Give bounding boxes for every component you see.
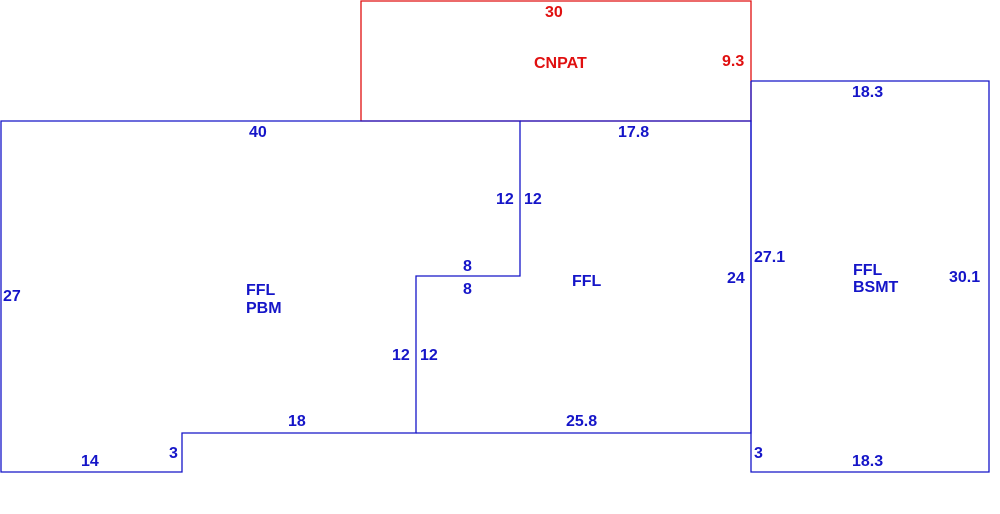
cnpat-right-dimension: 9.3 bbox=[722, 53, 744, 70]
ffl-pbm-inner-horizontal-dimension: 8 bbox=[463, 258, 472, 275]
ffl-bsmt-bottom-step-dimension: 3 bbox=[754, 445, 763, 462]
main-structure bbox=[0, 80, 990, 473]
cnpat-label: CNPAT bbox=[534, 55, 587, 72]
ffl-pbm-left-dimension: 27 bbox=[3, 288, 21, 305]
ffl-inner-vertical-lower-dimension: 12 bbox=[420, 347, 438, 364]
ffl-pbm-bottom-left-dimension: 14 bbox=[81, 453, 99, 470]
ffl-top-dimension: 17.8 bbox=[618, 124, 649, 141]
ffl-pbm-top-dimension: 40 bbox=[249, 124, 267, 141]
ffl-pbm-label-line2: PBM bbox=[246, 300, 282, 317]
ffl-inner-horizontal-dimension: 8 bbox=[463, 281, 472, 298]
ffl-label: FFL bbox=[572, 273, 602, 290]
ffl-bsmt-top-dimension: 18.3 bbox=[852, 84, 883, 101]
ffl-pbm-area: FFL PBM 40 27 14 3 18 12 8 12 bbox=[3, 124, 514, 470]
ffl-bsmt-bottom-dimension: 18.3 bbox=[852, 453, 883, 470]
ffl-bsmt-outline bbox=[750, 80, 990, 473]
ffl-bsmt-label-line1: FFL bbox=[853, 262, 883, 279]
ffl-pbm-inner-vertical-upper-dimension: 12 bbox=[496, 191, 514, 208]
cnpat-top-dimension: 30 bbox=[545, 4, 563, 21]
ffl-inner-vertical-upper-dimension: 12 bbox=[524, 191, 542, 208]
ffl-pbm-notch-step-dimension: 3 bbox=[169, 445, 178, 462]
ffl-area: FFL 17.8 24 25.8 12 8 12 bbox=[420, 124, 745, 430]
ffl-bsmt-area: FFL BSMT 18.3 27.1 30.1 18.3 3 bbox=[754, 84, 980, 470]
ffl-bsmt-right-dimension: 30.1 bbox=[949, 269, 980, 286]
ffl-pbm-bottom-mid-dimension: 18 bbox=[288, 413, 306, 430]
ffl-bottom-dimension: 25.8 bbox=[566, 413, 597, 430]
ffl-bsmt-left-dimension: 27.1 bbox=[754, 249, 785, 266]
ffl-pbm-label-line1: FFL bbox=[246, 282, 276, 299]
ffl-pbm-inner-vertical-lower-dimension: 12 bbox=[392, 347, 410, 364]
ffl-right-dimension: 24 bbox=[727, 270, 745, 287]
cnpat-area: CNPAT 30 9.3 bbox=[360, 0, 752, 122]
ffl-pbm-outline bbox=[0, 120, 521, 473]
ffl-bsmt-label-line2: BSMT bbox=[853, 279, 899, 296]
